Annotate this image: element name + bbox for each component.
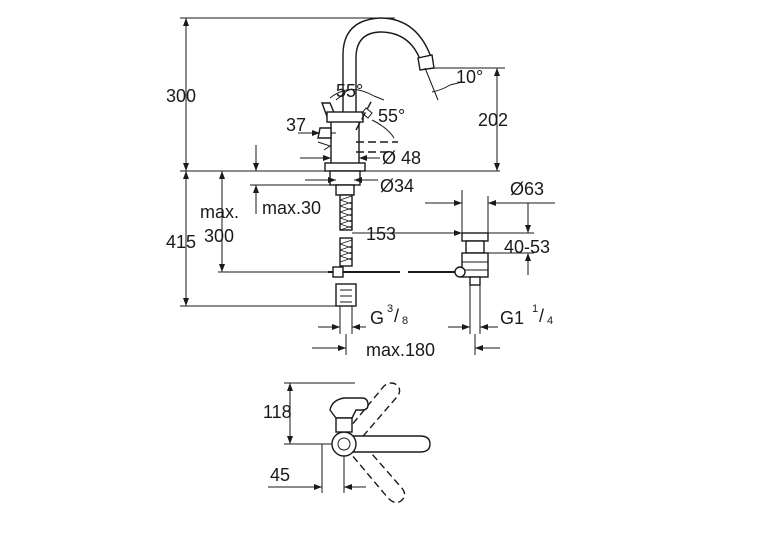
left-handle-tab bbox=[317, 127, 332, 139]
faucet-side-view bbox=[180, 17, 505, 307]
label-connection-left-num: 3 bbox=[387, 303, 393, 315]
label-connection-right-num: 1 bbox=[532, 303, 538, 315]
waste-flange bbox=[461, 232, 489, 242]
label-spout-height: 202 bbox=[478, 110, 508, 130]
dimension-labels: 300 10° 55° 55° 202 37 Ø 48 Ø34 Ø63 max.… bbox=[166, 67, 553, 485]
mounting-nut bbox=[329, 170, 361, 186]
spout-plan bbox=[329, 397, 369, 419]
label-body-diameter: Ø 48 bbox=[382, 148, 421, 168]
label-pop-up-distance: 153 bbox=[366, 224, 396, 244]
lever-plan bbox=[345, 435, 431, 453]
hatch-lower bbox=[339, 239, 353, 263]
label-max-180: max.180 bbox=[366, 340, 435, 360]
lever-angle-arc-upper bbox=[329, 89, 375, 99]
faucet-base bbox=[324, 162, 366, 172]
body-plan-circle bbox=[331, 431, 357, 457]
lever-angle-arc-lower bbox=[371, 119, 395, 139]
spout-angle-line bbox=[424, 67, 439, 101]
label-below-deck: 415 bbox=[166, 232, 196, 252]
lever-cap bbox=[326, 111, 364, 123]
label-plan-offset: 45 bbox=[270, 465, 290, 485]
hatch-upper bbox=[339, 195, 353, 231]
faucet-body bbox=[330, 117, 360, 172]
label-bore-diameter: Ø34 bbox=[380, 176, 414, 196]
mounting-washer bbox=[335, 184, 355, 196]
svg-text:/: / bbox=[539, 306, 544, 326]
label-max: max. bbox=[200, 202, 239, 222]
label-connection-right-den: 4 bbox=[547, 315, 553, 327]
label-max-30: max.30 bbox=[262, 198, 321, 218]
label-connection-left-den: 8 bbox=[402, 315, 408, 327]
label-connection-left-prefix: G bbox=[370, 308, 384, 328]
label-lever-offset: 37 bbox=[286, 115, 306, 135]
waste-tail bbox=[469, 276, 481, 286]
label-connection-right-prefix: G1 bbox=[500, 308, 524, 328]
hose-connector bbox=[335, 283, 357, 307]
faucet-plan-view bbox=[268, 382, 431, 504]
label-spout-angle: 10° bbox=[456, 67, 483, 87]
label-lever-angle-upper: 55° bbox=[336, 81, 363, 101]
label-plan-depth: 118 bbox=[263, 402, 292, 422]
waste-body bbox=[465, 240, 485, 254]
lever-rotated-upper bbox=[345, 382, 401, 443]
waste-nut bbox=[461, 252, 489, 278]
label-lever-angle-lower: 55° bbox=[378, 106, 405, 126]
spout-aerator bbox=[417, 54, 435, 71]
label-max-300: 300 bbox=[204, 226, 234, 246]
label-waste-diameter: Ø63 bbox=[510, 179, 544, 199]
label-waste-range: 40-53 bbox=[504, 237, 550, 257]
lever-rotated-lower bbox=[345, 437, 406, 504]
svg-text:/: / bbox=[394, 306, 399, 326]
spout-outer bbox=[342, 17, 433, 119]
waste-assembly bbox=[454, 232, 489, 286]
dimension-lines bbox=[180, 18, 555, 355]
label-total-height: 300 bbox=[166, 86, 196, 106]
